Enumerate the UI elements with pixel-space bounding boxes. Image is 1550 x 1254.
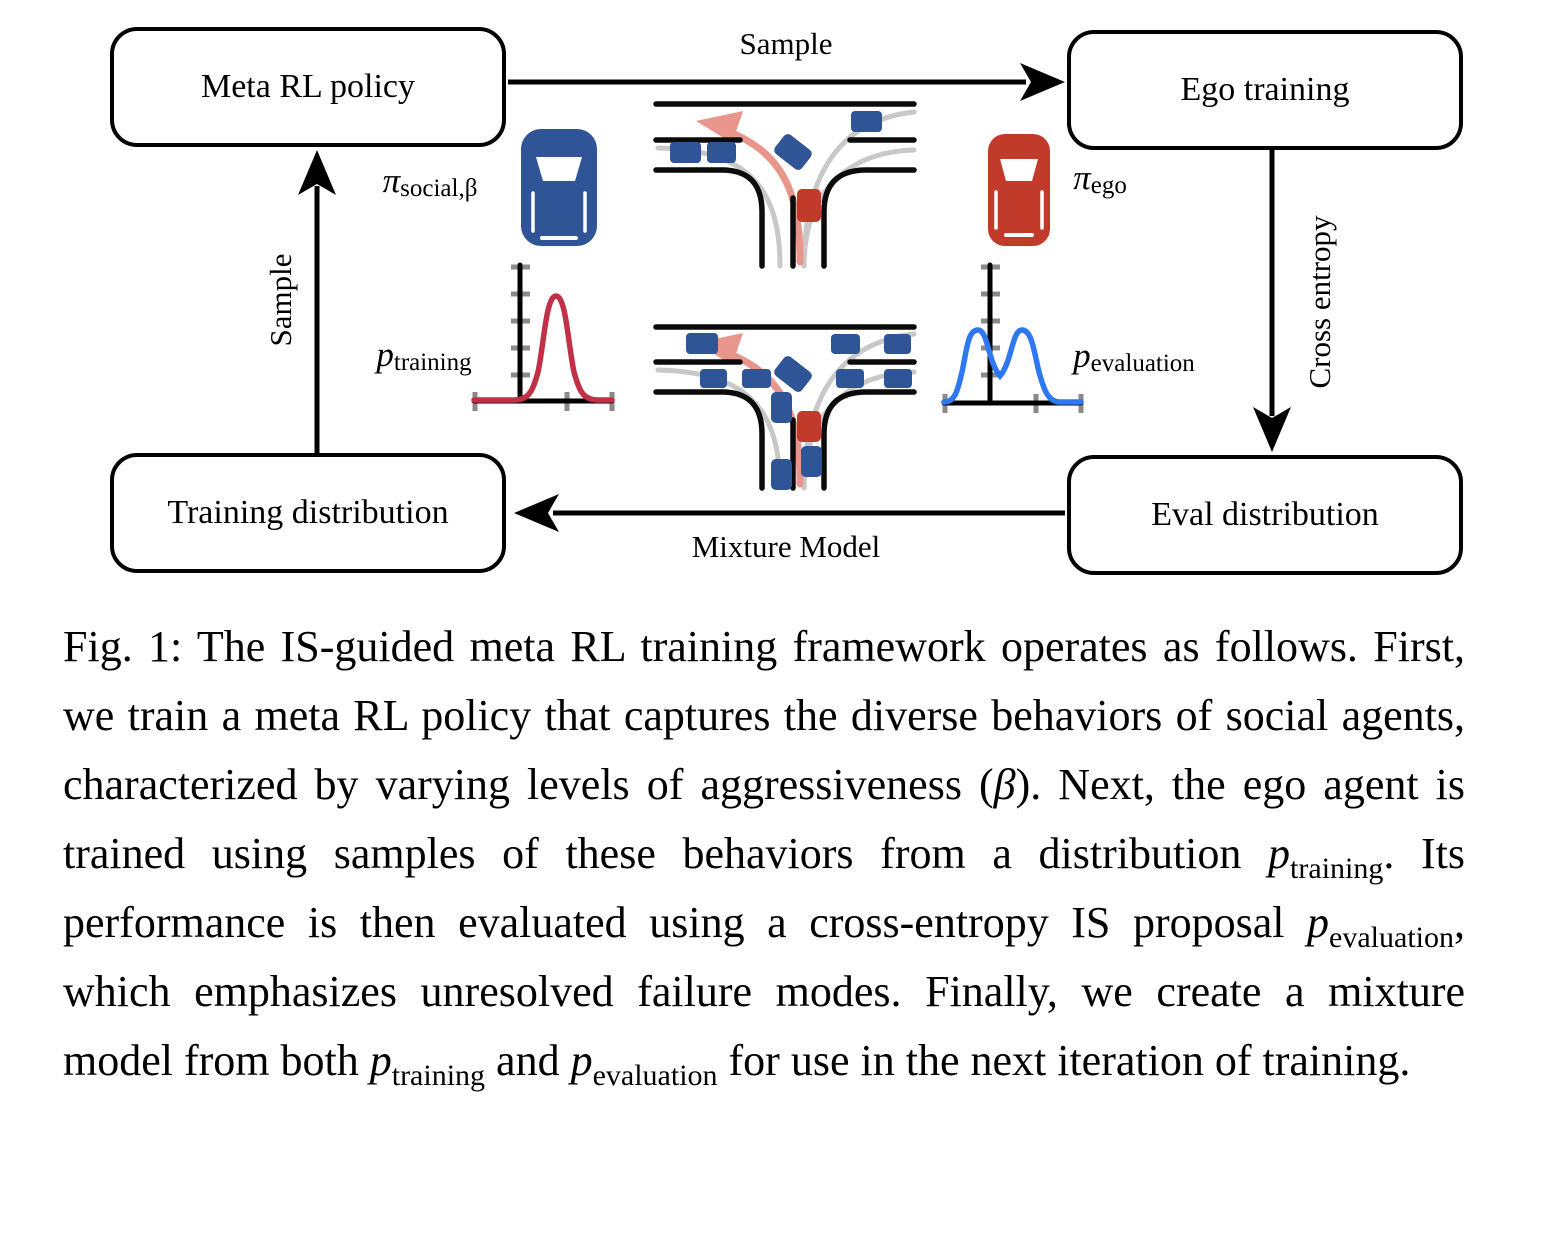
mixture-model-label: Mixture Model [691,529,881,564]
eval-distribution-box: Eval distribution [1067,455,1463,575]
pi-social-label: πsocial,β [382,160,478,203]
ego-training-box: Ego training [1067,30,1463,150]
caption-text: and [485,1036,571,1085]
cross-entropy-label: Cross entropy [1302,215,1337,389]
ego-training-label: Ego training [1180,71,1350,108]
framework-diagram: Meta RL policy Ego training Training dis… [0,0,1550,600]
dense-intersection-diagram [653,324,917,491]
figure-caption: Fig. 1: The IS-guided meta RL training f… [63,612,1465,1095]
caption-text: for use in the next iteration of trainin… [717,1036,1411,1085]
sample-left-label: Sample [263,253,298,347]
arrow-cross-entropy [1253,150,1291,452]
ego-vehicle [797,411,821,442]
caption-text: , which emphasizes unresolved failure mo… [63,898,1465,1085]
arrow-sample-top [508,63,1065,101]
caption-p-training: ptraining [369,1036,486,1092]
evaluation-density-curve [941,327,1084,405]
caption-p-evaluation: pevaluation [570,1036,718,1092]
caption-p-evaluation: pevaluation [1307,898,1454,954]
road-lines [653,101,917,269]
meta-rl-policy-box: Meta RL policy [110,27,506,147]
caption-text: ). Next, the ego agent is trained using … [63,760,1465,878]
caption-p-training: ptraining [1268,829,1384,885]
social-vehicles [670,111,882,170]
caption-beta-symbol: β [993,760,1016,809]
caption-text: Fig. 1: The IS-guided meta RL training f… [63,622,1465,809]
evaluation-distribution-plot [941,262,1084,413]
social-vehicles [686,333,912,490]
training-distribution-label: Training distribution [167,494,449,531]
meta-rl-policy-label: Meta RL policy [200,68,416,105]
ego-trajectory-arrow [715,124,804,266]
sparse-intersection-diagram [653,101,917,269]
training-distribution-plot [471,262,615,411]
arrow-sample-left [298,150,336,453]
pi-ego-label: πego [1073,157,1127,200]
social-car-icon [521,129,597,246]
arrow-mixture-model [514,494,1065,532]
training-density-curve [471,293,615,403]
p-training-label: ptraining [376,334,472,377]
diagram-graphics [298,63,1291,532]
p-evaluation-label: pevaluation [1073,335,1195,378]
sample-top-label: Sample [739,26,833,61]
eval-distribution-label: Eval distribution [1151,496,1379,533]
caption-text: . Its performance is then evaluated usin… [63,829,1465,947]
ego-vehicle [797,189,821,222]
road-lines [653,324,917,491]
training-distribution-box: Training distribution [110,453,506,573]
ego-car-icon [988,134,1050,246]
